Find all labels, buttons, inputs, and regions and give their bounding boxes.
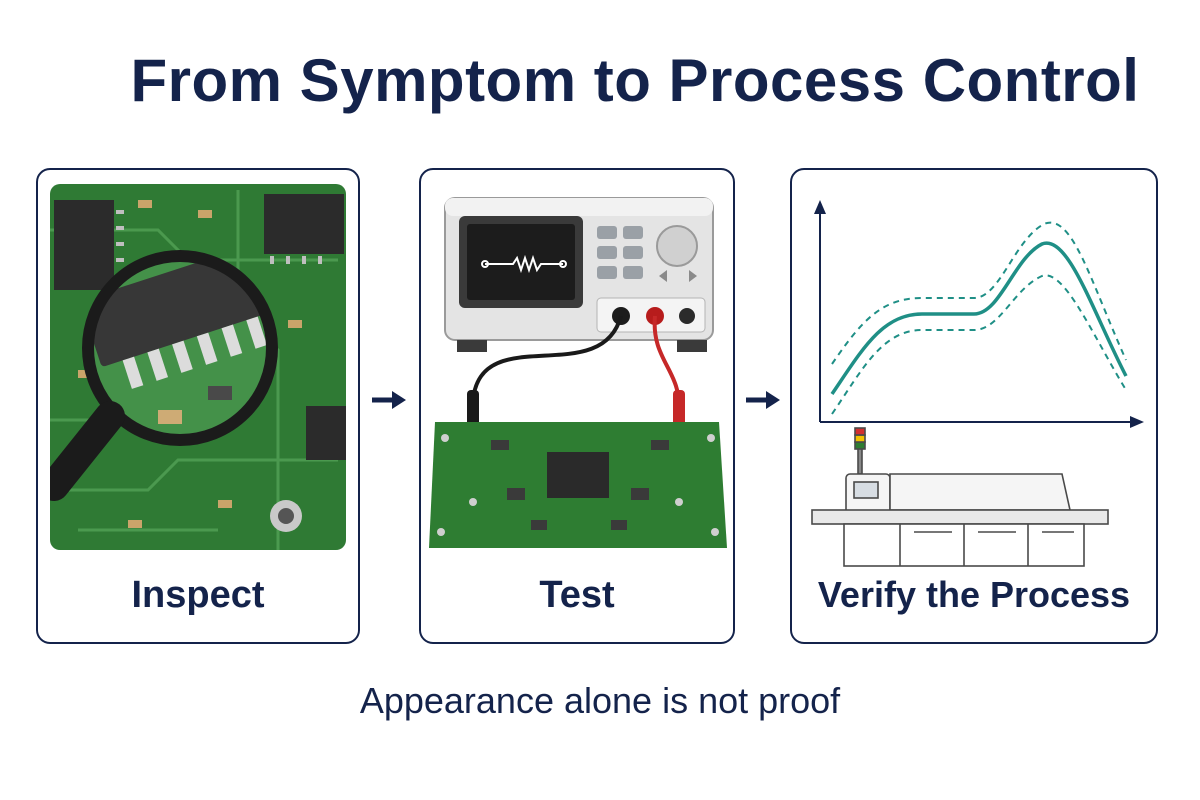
arrow-right-icon <box>372 391 406 409</box>
meter-and-board-illustration <box>429 197 727 548</box>
verify-process-label: Verify the Process <box>817 574 1131 615</box>
reflow-oven <box>811 427 1109 567</box>
profile-chart-axes <box>814 200 1144 428</box>
test-card: Test <box>419 168 735 644</box>
profile-curve <box>830 241 1128 395</box>
profile-lower-limit <box>831 274 1127 415</box>
profile-upper-limit <box>831 221 1127 365</box>
arrow-right-icon <box>746 391 780 409</box>
reflow-profile-and-oven-illustration <box>811 200 1144 567</box>
inspect-card: Inspect <box>36 168 360 644</box>
verify-process-card: Verify the Process <box>790 168 1158 644</box>
inspect-label: Inspect <box>131 574 265 616</box>
test-label: Test <box>539 574 615 616</box>
caption: Appearance alone is not proof <box>359 680 841 721</box>
page-title: From Symptom to Process Control <box>130 47 1140 114</box>
pcb-magnifier-illustration <box>50 184 346 550</box>
